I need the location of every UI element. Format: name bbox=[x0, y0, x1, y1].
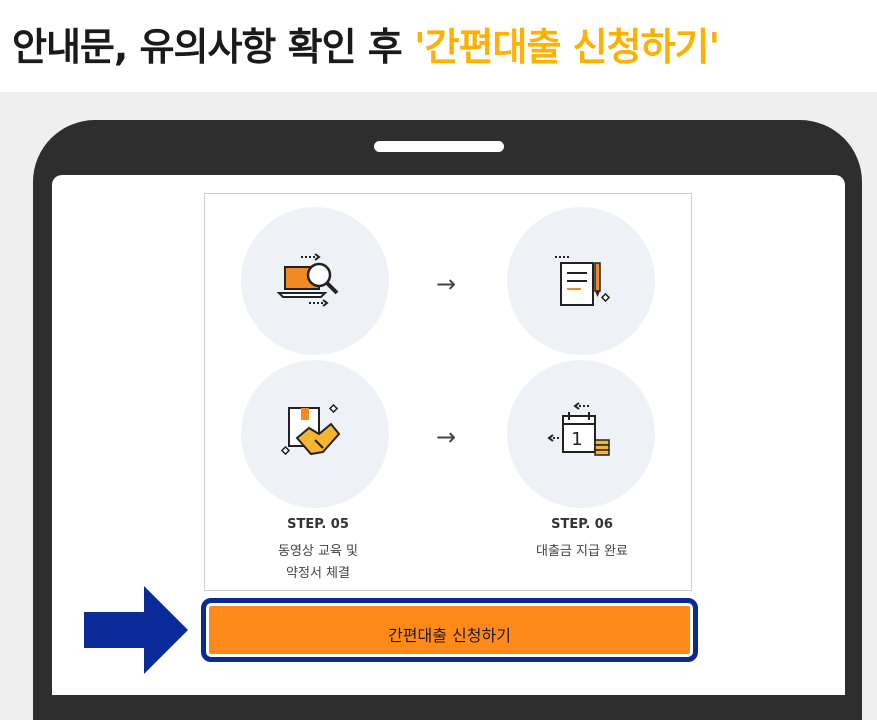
headline-highlight: '간편대출 신청하기' bbox=[413, 25, 720, 69]
headline-text: 안내문, 유의사항 확인 후 bbox=[12, 25, 414, 69]
apply-loan-button[interactable]: 간편대출 신청하기 bbox=[201, 598, 698, 662]
step6-title: STEP. 06 bbox=[551, 517, 613, 532]
step-arrow: → bbox=[436, 423, 457, 451]
calendar-coins-icon: 1 bbox=[547, 402, 610, 456]
phone-speaker bbox=[374, 141, 504, 152]
header-band: 안내문, 유의사항 확인 후 '간편대출 신청하기' bbox=[0, 0, 877, 92]
step-search-circle bbox=[241, 207, 389, 355]
step6-desc-line1: 대출금 지급 완료 bbox=[536, 544, 628, 559]
step-document-circle bbox=[507, 207, 655, 355]
handshake-contract-icon bbox=[280, 403, 341, 456]
step5-desc-line2: 약정서 체결 bbox=[286, 566, 350, 581]
step-arrow: → bbox=[436, 270, 457, 298]
page-headline: 안내문, 유의사항 확인 후 '간편대출 신청하기' bbox=[12, 16, 720, 71]
step-payout-circle: 1 bbox=[507, 360, 655, 508]
step-contract-circle bbox=[241, 360, 389, 508]
step5-title: STEP. 05 bbox=[287, 517, 349, 532]
calendar-day-number: 1 bbox=[571, 429, 582, 450]
step5-desc-line1: 동영상 교육 및 bbox=[277, 544, 359, 559]
apply-loan-button-label: 간편대출 신청하기 bbox=[388, 626, 511, 645]
laptop-search-icon bbox=[276, 253, 339, 307]
document-pen-icon bbox=[555, 256, 611, 306]
pointer-arrow-icon bbox=[84, 586, 188, 674]
